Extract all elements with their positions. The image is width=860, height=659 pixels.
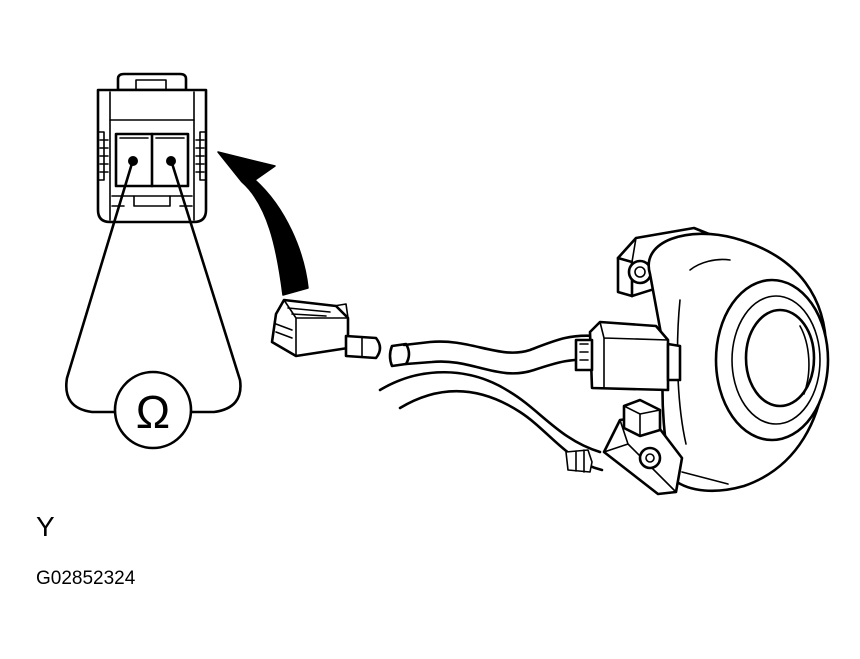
ohmmeter-symbol: Ω: [113, 370, 193, 450]
clock-spring-unit: [574, 226, 830, 496]
connector-front-view: [96, 72, 208, 224]
wire-harness: [378, 334, 604, 473]
direction-arrow: [217, 151, 309, 296]
ohm-symbol: Ω: [136, 386, 170, 438]
figure-code-label: G02852324: [36, 568, 136, 589]
view-letter-label: Y: [36, 511, 55, 542]
ohmmeter-circuit: [64, 156, 242, 414]
connector-plug: [270, 298, 382, 360]
